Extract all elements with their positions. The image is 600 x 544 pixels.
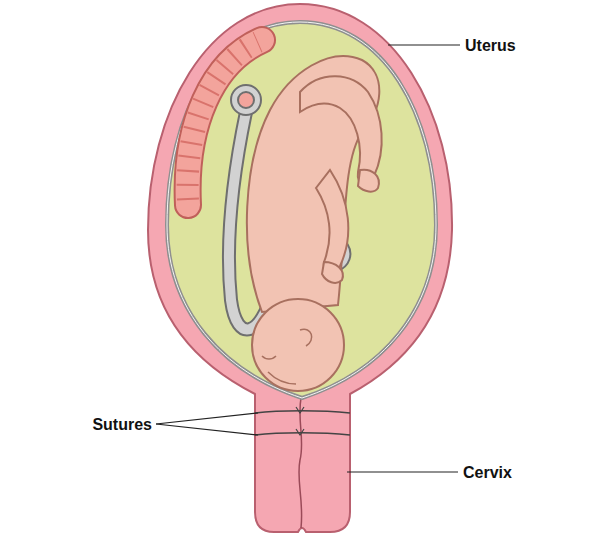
part-label: Uterus bbox=[465, 36, 516, 55]
leader-line bbox=[388, 44, 460, 45]
cord-insertion-inner bbox=[238, 92, 254, 108]
amniotic-sac bbox=[167, 22, 436, 398]
part-label: Cervix bbox=[463, 463, 512, 482]
fetus-hand bbox=[322, 262, 343, 283]
suture bbox=[255, 433, 350, 435]
fetus-arm bbox=[316, 170, 348, 272]
leader-line bbox=[347, 471, 458, 472]
fetus-foot bbox=[358, 170, 379, 192]
fetus-face bbox=[262, 356, 296, 384]
cervical-canal bbox=[299, 398, 302, 528]
fetus-leg bbox=[300, 76, 382, 184]
fetus-head bbox=[252, 299, 344, 391]
suture-knot bbox=[296, 407, 304, 435]
leader-line bbox=[156, 424, 258, 435]
suture bbox=[255, 411, 350, 413]
leader-line bbox=[156, 413, 258, 424]
cord-insertion bbox=[231, 85, 261, 115]
sac-membrane bbox=[167, 22, 436, 398]
fetus-ear bbox=[300, 329, 312, 346]
uterus-wall bbox=[148, 4, 452, 532]
part-label: Sutures bbox=[92, 415, 152, 434]
